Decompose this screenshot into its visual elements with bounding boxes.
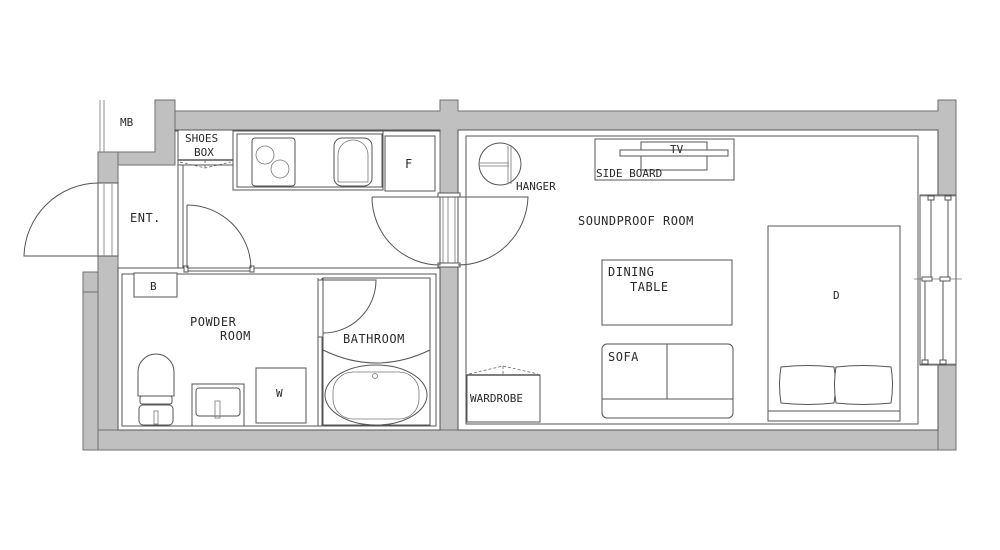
entrance-jamb-top bbox=[97, 151, 119, 185]
bathroom-label: BATHROOM bbox=[343, 332, 405, 346]
washer-label: W bbox=[276, 387, 283, 400]
side-board-label: SIDE BOARD bbox=[596, 167, 662, 180]
bathroom-door[interactable] bbox=[317, 279, 377, 338]
shoes-box-label-1: SHOES bbox=[185, 132, 218, 145]
meter-box-label: MB bbox=[120, 116, 134, 129]
tv-label: TV bbox=[670, 143, 684, 156]
soundproof-room-door[interactable] bbox=[371, 192, 529, 268]
left-outer-wall bbox=[82, 291, 99, 451]
dining-table: DINING TABLE bbox=[601, 259, 733, 326]
bathroom: BATHROOM bbox=[317, 279, 431, 426]
dining-table-label-2: TABLE bbox=[630, 280, 669, 294]
washer bbox=[255, 367, 307, 424]
stove-icon bbox=[251, 137, 296, 187]
shoes-box: SHOES BOX bbox=[177, 129, 234, 169]
fridge: F bbox=[384, 135, 436, 192]
soundproof-room-label: SOUNDPROOF ROOM bbox=[578, 214, 694, 228]
kitchen-sink-icon bbox=[333, 137, 373, 187]
bath-cabinet-label: B bbox=[150, 280, 157, 293]
soundproof-room: SOUNDPROOF ROOM HANGER TV SIDE BOARD DIN… bbox=[466, 138, 901, 423]
right-wall-lower bbox=[937, 364, 957, 451]
bathtub-icon bbox=[324, 364, 428, 426]
washbasin-icon bbox=[191, 383, 245, 427]
fridge-label: F bbox=[405, 157, 413, 171]
hanger-icon bbox=[478, 142, 522, 186]
entrance-door[interactable]: ENT. bbox=[23, 182, 161, 257]
bed-label: D bbox=[833, 289, 840, 302]
hanger-label: HANGER bbox=[516, 180, 556, 193]
right-window[interactable] bbox=[914, 194, 962, 366]
meter-box-area: MB bbox=[99, 100, 134, 152]
center-partition-wall bbox=[439, 264, 459, 431]
dining-table-label-1: DINING bbox=[608, 265, 654, 279]
shoes-box-label-2: BOX bbox=[194, 146, 214, 159]
entrance-label: ENT. bbox=[130, 211, 161, 225]
side-board: TV SIDE BOARD bbox=[594, 138, 735, 181]
kitchen-counter bbox=[232, 129, 384, 191]
wardrobe: WARDROBE bbox=[466, 365, 541, 423]
powder-room-door[interactable] bbox=[183, 204, 255, 273]
pillow-left-icon bbox=[779, 365, 836, 405]
sofa: SOFA bbox=[601, 343, 734, 419]
wardrobe-label: WARDROBE bbox=[470, 392, 523, 405]
powder-room-label-1: POWDER bbox=[190, 315, 237, 329]
toilet-icon bbox=[137, 353, 175, 426]
pillow-right-icon bbox=[834, 365, 893, 405]
powder-room: POWDER ROOM B W bbox=[133, 272, 307, 427]
bed: D bbox=[767, 225, 901, 422]
sofa-label: SOFA bbox=[608, 350, 639, 364]
powder-room-label-2: ROOM bbox=[220, 329, 251, 343]
bottom-wall bbox=[82, 429, 957, 451]
